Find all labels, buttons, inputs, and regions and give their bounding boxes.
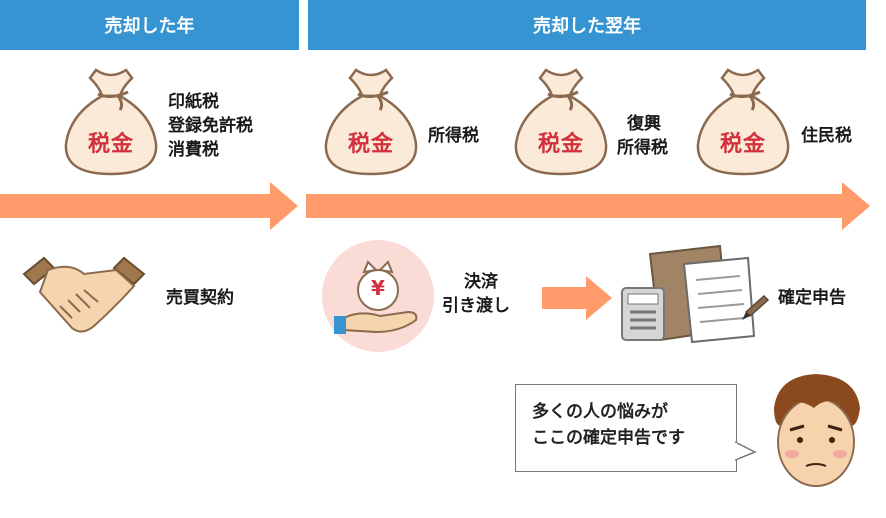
money-bag-label: 税金 [87, 132, 134, 157]
money-bag-icon: 税金 [318, 66, 424, 178]
hand-money-icon [322, 240, 434, 352]
speech-bubble-tail [735, 441, 757, 461]
tax-reconstruction-line1: 復興 [627, 114, 661, 134]
tax-resident: 住民税 [801, 126, 852, 146]
documents-icon [621, 244, 770, 344]
tax-stamp-duty: 印紙税 [168, 92, 219, 112]
flow-arrow [542, 276, 612, 320]
calculator-icon [621, 287, 665, 341]
tax-consumption: 消費税 [168, 140, 219, 160]
header-year-of-sale: 売却した年 [0, 0, 299, 50]
money-bag-icon: 税金 [690, 66, 796, 178]
header-next-year-label: 売却した翌年 [533, 16, 641, 37]
yen-symbol: ¥ [371, 276, 385, 300]
money-bag-icon: 税金 [58, 66, 164, 178]
money-bag-label: 税金 [537, 132, 584, 157]
event-settlement-line1: 決済 [464, 272, 498, 292]
header-year-of-sale-label: 売却した年 [104, 16, 195, 37]
speech-line2: ここの確定申告です [532, 428, 685, 448]
timeline-arrow-next-year [306, 182, 870, 230]
tax-reconstruction: 復興 所得税 [617, 112, 668, 160]
tax-registration-license: 登録免許税 [168, 116, 253, 136]
money-bag-label: 税金 [347, 132, 394, 157]
event-settlement-line2: 引き渡し [442, 296, 510, 316]
speech-bubble: 多くの人の悩みが ここの確定申告です [515, 384, 737, 472]
pencil-icon [742, 294, 770, 320]
person-avatar-icon [774, 374, 860, 487]
money-bag-icon: 税金 [508, 66, 614, 178]
tax-income: 所得税 [428, 126, 479, 146]
event-tax-return: 確定申告 [778, 288, 846, 308]
taxes-year-of-sale: 印紙税 登録免許税 消費税 [168, 90, 253, 162]
speech-line1: 多くの人の悩みが [532, 402, 668, 422]
event-contract: 売買契約 [166, 288, 234, 308]
handshake-icon [22, 256, 146, 333]
money-bag-label: 税金 [719, 132, 766, 157]
event-settlement: 決済 引き渡し [442, 270, 510, 318]
timeline-arrow-year-of-sale [0, 182, 298, 230]
header-next-year: 売却した翌年 [308, 0, 866, 50]
tax-reconstruction-line2: 所得税 [617, 138, 668, 158]
